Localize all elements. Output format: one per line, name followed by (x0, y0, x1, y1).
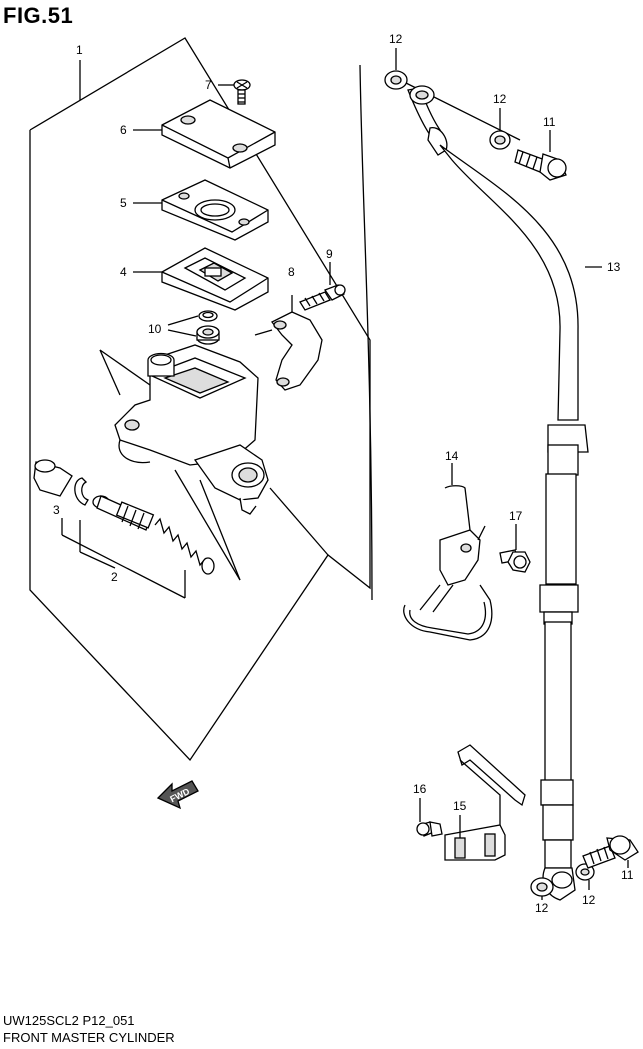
callout-10: 10 (148, 322, 162, 336)
leader-lines (133, 48, 629, 900)
washer-part-12d[interactable] (530, 877, 554, 897)
callout-9: 9 (326, 247, 333, 261)
clamp-part-8[interactable] (271, 295, 323, 391)
callout-1: 1 (76, 43, 83, 57)
diagram-code: UW125SCL2 P12_051 (3, 1013, 135, 1028)
hose-bracket-part-14[interactable] (403, 485, 493, 641)
washer-part-12b[interactable] (489, 130, 511, 150)
callout-12c: 12 (582, 893, 596, 907)
assembly-outline (29, 37, 371, 762)
piston-assembly-part-2[interactable] (92, 495, 215, 575)
diaphragm-part-4[interactable] (161, 247, 269, 311)
callout-12d: 12 (535, 901, 549, 915)
callout-12a: 12 (389, 32, 403, 46)
brake-hose-part-13[interactable] (359, 64, 589, 901)
callout-7: 7 (205, 78, 212, 92)
callout-14: 14 (445, 449, 459, 463)
callout-4: 4 (120, 265, 127, 279)
figure-title: FIG.51 (3, 3, 74, 28)
callout-5: 5 (120, 196, 127, 210)
callout-brackets (61, 518, 186, 599)
callout-16: 16 (413, 782, 427, 796)
callout-8: 8 (288, 265, 295, 279)
banjo-bolt-part-11b[interactable] (582, 835, 639, 869)
bolt-part-9[interactable] (299, 262, 346, 311)
callout-6: 6 (120, 123, 127, 137)
guide-lines (99, 329, 329, 581)
callout-2: 2 (111, 570, 118, 584)
callout-labels: 1 2 3 4 5 6 7 8 9 10 11 11 12 12 12 12 1… (53, 32, 634, 915)
callout-3: 3 (53, 503, 60, 517)
piston-cup-part-3[interactable] (33, 459, 89, 506)
forward-direction-icon: FWD (156, 780, 199, 810)
diagram-caption: FRONT MASTER CYLINDER (3, 1030, 175, 1045)
bolt-part-17[interactable] (499, 549, 531, 573)
reservoir-cap-part-6[interactable] (161, 99, 276, 169)
callout-12b: 12 (493, 92, 507, 106)
callout-13: 13 (607, 260, 621, 274)
washer-part-10[interactable] (167, 310, 220, 345)
screw-part-7[interactable] (233, 79, 251, 105)
master-cylinder-body[interactable] (114, 344, 269, 515)
banjo-bolt-part-11a[interactable] (514, 149, 567, 181)
washer-part-12c[interactable] (575, 863, 595, 881)
bolt-part-16[interactable] (416, 821, 443, 837)
callout-15: 15 (453, 799, 467, 813)
callout-17: 17 (509, 509, 523, 523)
washer-part-12a[interactable] (384, 70, 408, 90)
callout-11a: 11 (543, 115, 556, 129)
callout-11b: 11 (621, 868, 634, 882)
diaphragm-plate-part-5[interactable] (161, 179, 269, 241)
